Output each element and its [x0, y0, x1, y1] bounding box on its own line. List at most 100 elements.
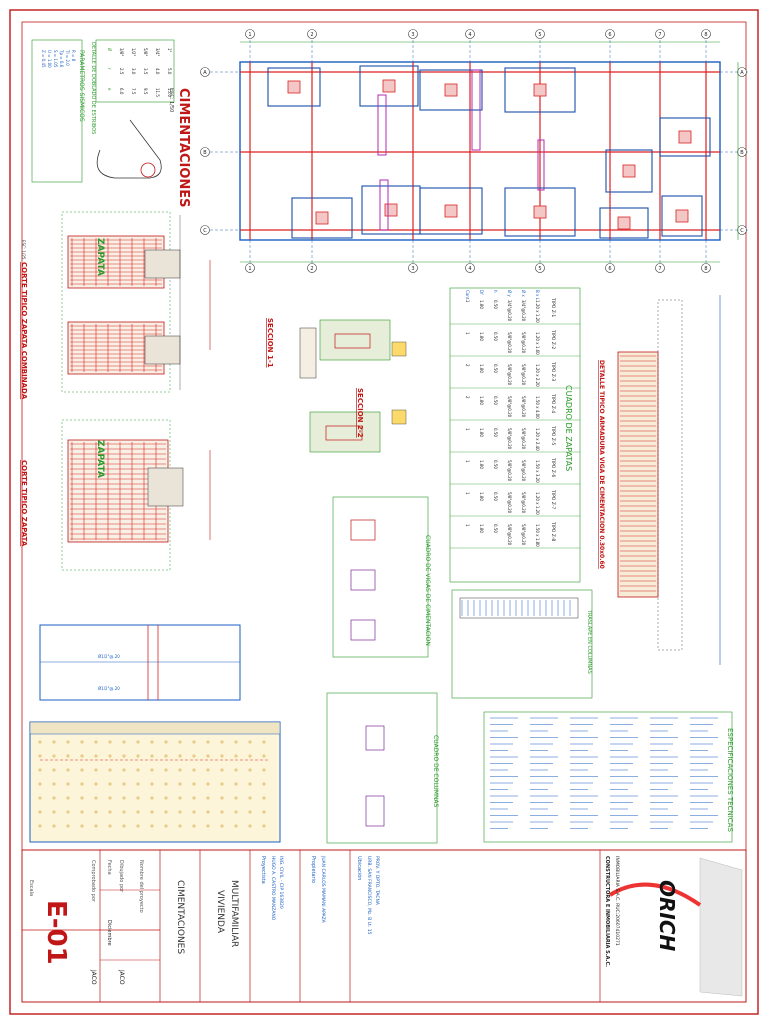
footing-plan-detail: Ø1/2"@.20 Ø1/2"@.20 — [39, 624, 241, 701]
stirrup-table-cell: 2.5 — [119, 68, 124, 75]
footing-cell: 1.50 x 3.20 — [535, 460, 540, 483]
stirrup-table-cell: 15.0 — [167, 88, 172, 97]
footing-cell: 0.50 — [493, 428, 498, 437]
footing-type: TIPO Z-7 — [550, 489, 556, 509]
designer-text: HUGO A. CASTRO MANZANO — [270, 856, 276, 921]
stirrup-table-cell: r — [107, 68, 112, 70]
axis-number: 5 — [538, 266, 541, 272]
footing-type: TIPO Z-1 — [550, 297, 556, 317]
column-in-footing — [533, 83, 547, 97]
column-in-footing — [315, 211, 329, 225]
footing-cell: 5/8"@0.20 — [521, 396, 526, 418]
bar-label-1: Ø1/2"@.20 — [98, 654, 120, 659]
axis-bubble — [245, 29, 255, 39]
footing — [359, 65, 419, 107]
zapata-label-2: ZAPATA — [95, 440, 105, 478]
footing-cell: 1.80 — [479, 332, 484, 341]
company-small: INMOBILIARIA S.A.C. RUC:20607410271 — [614, 856, 620, 946]
footing-cell: 5/8"@0.20 — [507, 492, 512, 514]
beams-table — [332, 496, 429, 658]
reviewed-value: JACO — [90, 969, 97, 985]
footing-cell: 1 — [465, 300, 470, 303]
footing-cell: 0.50 — [493, 396, 498, 405]
footing-row-label: Ø y — [507, 290, 512, 297]
axis-bubble — [535, 263, 545, 273]
column-in-footing — [287, 80, 301, 94]
location-text: URB. SAN FRANCISCO, Mz. B Lt. 15 — [366, 856, 372, 935]
footing-cell: 1.20 x 1.20 — [535, 492, 540, 515]
stirrup-table-cell: 5/8" — [143, 48, 148, 56]
footing — [605, 149, 653, 193]
beam-strip — [537, 139, 545, 191]
param-item: U = 1.00 — [47, 50, 52, 68]
splices-detail — [451, 589, 593, 699]
designer-label: Proyectista — [260, 856, 266, 884]
footing — [599, 207, 649, 239]
footing-row-label: Cant. — [465, 290, 470, 301]
beam-strip — [471, 69, 481, 151]
footing-cell: 0.50 — [493, 332, 498, 341]
param-item: R = 8 — [71, 50, 76, 62]
title-block — [21, 849, 747, 1003]
beams-title: CUADRO DE VIGAS DE CIMENTACION — [424, 535, 431, 646]
beam-detail-title: DETALLE TIPICO ARMADURA VIGA DE CIMENTAC… — [598, 360, 605, 569]
axis-letter: B — [203, 150, 207, 156]
sec22-title: SECCION 2-2 — [356, 388, 364, 438]
orich-logo — [608, 857, 743, 997]
footing-cell: 5/8"@0.20 — [521, 460, 526, 482]
column-in-footing — [533, 205, 547, 219]
params-box — [31, 39, 83, 183]
axis-bubble — [701, 29, 711, 39]
drawn-value: JACO — [118, 969, 125, 985]
axis-bubble — [245, 263, 255, 273]
typical-title: CORTE TIPICO ZAPATA — [20, 460, 28, 547]
beam-strip — [377, 94, 387, 156]
owner-text: JUAN CARLOS MAMANI APAZA — [320, 855, 326, 924]
crosshatch-section — [29, 721, 281, 843]
stirrup-table-cell: 6.0 — [119, 88, 124, 95]
axis-bubble — [535, 29, 545, 39]
footing-cell: 0.50 — [493, 364, 498, 373]
footing-type: TIPO Z-5 — [550, 425, 556, 445]
section-1-1 — [299, 319, 407, 379]
location-text-2: PROV. Y DPTO. TACNA — [374, 856, 380, 906]
footing-cell: 1 — [465, 492, 470, 495]
plan-title: CIMENTACIONES — [176, 88, 191, 208]
stirrup-table — [95, 39, 175, 103]
axis-number: 6 — [608, 32, 611, 38]
footing-type: TIPO Z-3 — [550, 361, 556, 381]
footing — [419, 69, 483, 111]
date-label: Fecha — [106, 860, 112, 875]
axis-bubble — [655, 263, 665, 273]
footing-cell: 5/8"@0.20 — [521, 332, 526, 354]
footing-cell: 2 — [465, 364, 470, 367]
axis-number: 3 — [411, 266, 414, 272]
param-item: S = 1.05 — [53, 50, 58, 68]
axis-letter: C — [740, 228, 744, 234]
axis-letter: A — [203, 70, 207, 76]
stirrup-table-cell: 5.0 — [167, 68, 172, 75]
column-in-footing — [675, 209, 689, 223]
stirrup-table-cell: 1" — [167, 48, 172, 53]
footing-type: TIPO Z-4 — [550, 393, 556, 413]
project-line-2: MULTIFAMILIAR — [229, 880, 239, 947]
axis-number: 2 — [310, 32, 313, 38]
zapata-label-1: ZAPATA — [95, 238, 105, 276]
footing-row-label: B x L — [535, 290, 540, 301]
footing-cell: 0.50 — [493, 460, 498, 469]
footing-cell: 1.50 x 1.80 — [535, 524, 540, 547]
footing-cell: 5/8"@0.20 — [521, 428, 526, 450]
footing-cell: 1.80 — [479, 364, 484, 373]
axis-number: 2 — [310, 266, 313, 272]
footing-cell: 1 — [465, 332, 470, 335]
beam-strip — [379, 179, 389, 231]
stirrup-table-cell: 11.5 — [155, 88, 160, 97]
column-in-footing — [384, 203, 398, 217]
scale-label: Escala — [28, 880, 34, 896]
footing-cell: 1.20 x 1.60 — [535, 332, 540, 355]
param-item: Tp = 0.6 — [59, 49, 64, 68]
axis-number: 4 — [468, 32, 471, 38]
footings-title: CUADRO DE ZAPATAS — [564, 385, 573, 471]
footing — [504, 67, 576, 113]
